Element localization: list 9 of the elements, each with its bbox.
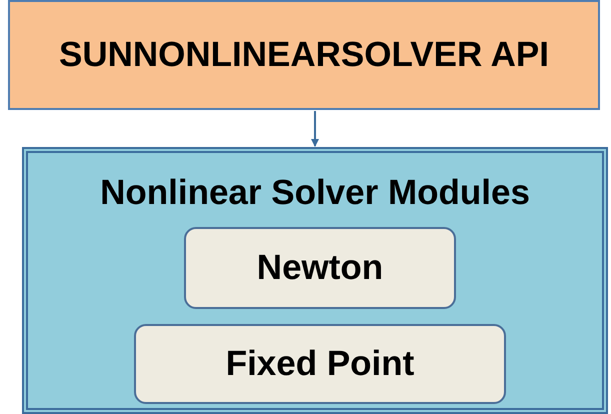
module-container bbox=[22, 147, 608, 414]
node-label: Nonlinear Solver Modules bbox=[99, 172, 531, 214]
module-box bbox=[184, 227, 456, 309]
node-label: SUNNONLINEARSOLVER API bbox=[58, 34, 550, 76]
api-box bbox=[8, 0, 600, 110]
node-label: Fixed Point bbox=[226, 342, 414, 385]
node-label: Newton bbox=[256, 246, 384, 289]
arrow bbox=[311, 111, 319, 147]
module-box bbox=[134, 324, 506, 404]
